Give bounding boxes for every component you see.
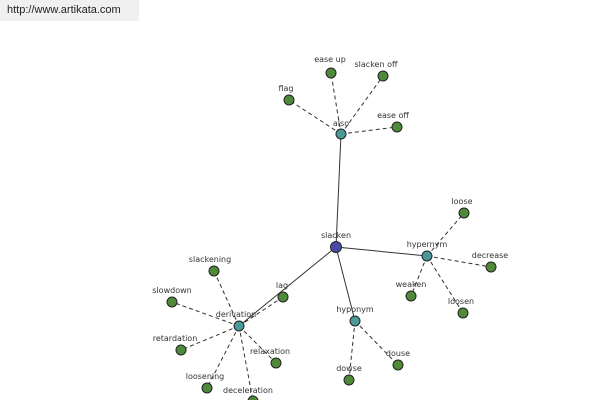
node-slacken[interactable] xyxy=(330,241,342,253)
label-retardation[interactable]: retardation xyxy=(153,334,198,343)
node-lag[interactable] xyxy=(277,291,289,303)
node-loosen[interactable] xyxy=(457,307,469,319)
edge-derivation-lag xyxy=(238,296,284,327)
edge-also-ease-off xyxy=(340,126,398,135)
label-derivation[interactable]: derivation xyxy=(216,310,256,319)
edge-hypernym-decrease xyxy=(426,255,492,268)
label-hyponym[interactable]: hyponym xyxy=(336,305,374,314)
edge-derivation-loosening xyxy=(206,325,240,389)
label-relaxation[interactable]: relaxation xyxy=(250,347,290,356)
node-hypernym[interactable] xyxy=(421,250,433,262)
edge-derivation-deceleration xyxy=(238,325,254,400)
label-flag[interactable]: flag xyxy=(278,84,293,93)
edge-derivation-slowdown xyxy=(171,301,240,327)
node-loosening[interactable] xyxy=(201,382,213,394)
node-slackening[interactable] xyxy=(208,265,220,277)
node-dowse[interactable] xyxy=(343,374,355,386)
label-weaken[interactable]: weaken xyxy=(396,280,427,289)
node-deceleration[interactable] xyxy=(247,395,259,400)
label-loose[interactable]: loose xyxy=(451,197,472,206)
label-ease-up[interactable]: ease up xyxy=(314,55,346,64)
label-lag[interactable]: lag xyxy=(276,281,288,290)
edge-hypernym-loosen xyxy=(426,255,464,314)
graph-nodes xyxy=(166,67,497,400)
node-ease-off[interactable] xyxy=(391,121,403,133)
label-hypernym[interactable]: hypernym xyxy=(407,240,448,249)
node-loose[interactable] xyxy=(458,207,470,219)
node-relaxation[interactable] xyxy=(270,357,282,369)
edge-slacken-also xyxy=(335,133,342,248)
url-link[interactable]: http://www.artikata.com xyxy=(7,4,121,16)
url-bar: http://www.artikata.com xyxy=(0,0,139,21)
label-loosen[interactable]: loosen xyxy=(448,297,474,306)
edge-derivation-relaxation xyxy=(238,325,277,364)
edge-derivation-retardation xyxy=(180,325,240,351)
label-slacken[interactable]: slacken xyxy=(321,231,351,240)
label-dowse[interactable]: dowse xyxy=(336,364,362,373)
node-retardation[interactable] xyxy=(175,344,187,356)
label-ease-off[interactable]: ease off xyxy=(377,111,409,120)
label-douse[interactable]: douse xyxy=(386,349,410,358)
label-slackening[interactable]: slackening xyxy=(189,255,231,264)
node-ease-up[interactable] xyxy=(325,67,337,79)
edge-hypernym-weaken xyxy=(410,255,428,297)
label-deceleration[interactable]: deceleration xyxy=(223,386,273,395)
edge-derivation-slackening xyxy=(213,270,240,327)
edge-also-slacken-off xyxy=(340,75,384,135)
graph-edges xyxy=(171,72,492,400)
label-slowdown[interactable]: slowdown xyxy=(152,286,191,295)
node-also[interactable] xyxy=(335,128,347,140)
edge-hypernym-loose xyxy=(426,212,465,257)
node-flag[interactable] xyxy=(283,94,295,106)
edge-hyponym-dowse xyxy=(348,320,356,381)
node-slacken-off[interactable] xyxy=(377,70,389,82)
label-slacken-off[interactable]: slacken off xyxy=(355,60,398,69)
node-decrease[interactable] xyxy=(485,261,497,273)
node-slowdown[interactable] xyxy=(166,296,178,308)
edge-hyponym-douse xyxy=(354,320,399,366)
label-decrease[interactable]: decrease xyxy=(472,251,509,260)
node-douse[interactable] xyxy=(392,359,404,371)
node-derivation[interactable] xyxy=(233,320,245,332)
edge-slacken-derivation xyxy=(238,246,337,327)
graph-labels: slacken also hypernym hyponym derivation lag e… xyxy=(152,55,508,395)
node-weaken[interactable] xyxy=(405,290,417,302)
edge-slacken-hypernym xyxy=(335,246,428,257)
label-also[interactable]: also xyxy=(333,119,349,128)
node-hyponym[interactable] xyxy=(349,315,361,327)
edge-slacken-hyponym xyxy=(335,246,356,322)
edge-also-ease-up xyxy=(330,72,342,135)
edge-also-flag xyxy=(288,99,342,135)
label-loosening[interactable]: loosening xyxy=(186,372,225,381)
